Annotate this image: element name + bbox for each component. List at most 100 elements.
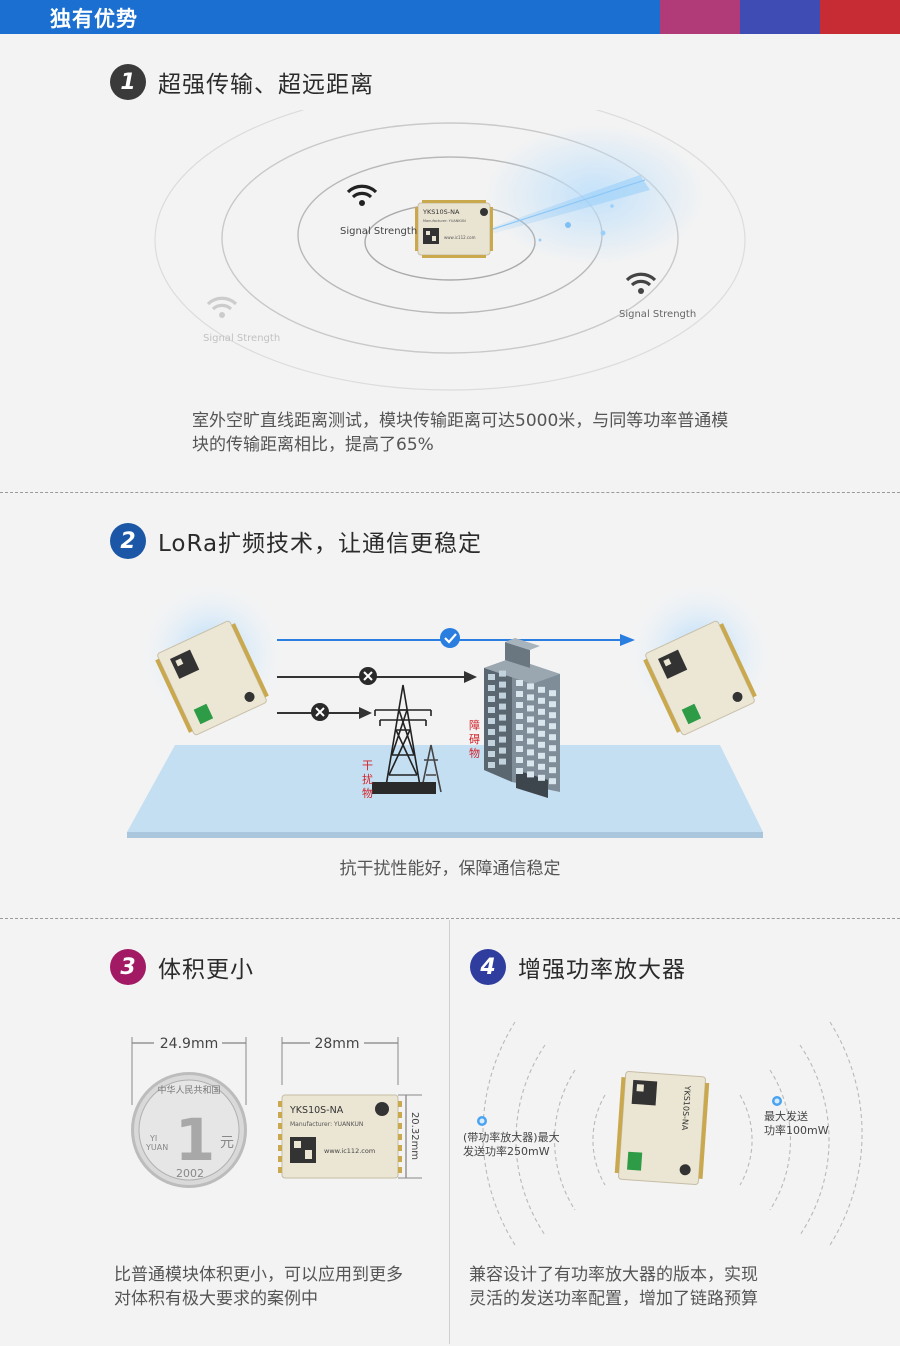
chip-pad (278, 1145, 282, 1151)
building-window (488, 718, 495, 724)
building-window (499, 714, 506, 721)
obstacle-label: 障 碍 物 (469, 718, 484, 760)
building-window (527, 705, 534, 712)
building-window (549, 690, 556, 697)
amp-label-with-pa: (带功率放大器)最大 发送功率250mW (463, 1131, 560, 1158)
ground-plane (127, 745, 763, 832)
building-window (516, 680, 523, 686)
building-window (516, 702, 523, 708)
building-window (549, 778, 556, 785)
building-window (538, 741, 545, 748)
section2-number-badge: 2 (110, 523, 146, 559)
chip-pad (278, 1101, 282, 1107)
section3-description: 比普通模块体积更小，可以应用到更多 对体积有极大要求的案例中 (114, 1265, 403, 1309)
building-window (499, 670, 506, 677)
building-window (488, 740, 495, 746)
power-tower-icon (374, 684, 442, 793)
check-icon (440, 628, 460, 648)
vertical-divider (449, 920, 450, 1344)
section1-heading: 1 超强传输、超远距离 (110, 64, 374, 100)
radiation-arcs (482, 1021, 863, 1246)
module-chip-right (643, 620, 757, 736)
header-band-indigo (740, 0, 820, 34)
building-window (499, 747, 506, 754)
svg-text:www.ic112.com: www.ic112.com (324, 1147, 375, 1155)
building-window (538, 752, 545, 759)
section2-interference-illustration: 干 扰 物 障 碍 物 (127, 583, 772, 838)
building-window (538, 719, 545, 726)
building-window (488, 729, 495, 735)
chip-pad (398, 1156, 402, 1162)
building-window (549, 756, 556, 763)
range-ring-outer (154, 110, 746, 391)
building-window (527, 727, 534, 734)
wifi-icon (206, 296, 238, 318)
svg-text:YKS10S-NA: YKS10S-NA (289, 1105, 344, 1116)
section3-number-badge: 3 (110, 949, 146, 985)
dim-coin-label: 24.9mm (160, 1036, 218, 1052)
building-window (549, 712, 556, 719)
module-chip-size: YKS10S-NA Manufacturer: YUANKUN www.ic11… (278, 1094, 402, 1179)
building-window (488, 762, 495, 768)
building-window (527, 716, 534, 723)
dim-height-label: 20.32mm (409, 1112, 420, 1160)
building-window (488, 707, 495, 713)
chip-pad (278, 1156, 282, 1162)
building-window (499, 703, 506, 710)
signal-label-far: Signal Strength (203, 333, 280, 344)
building-window (549, 745, 556, 752)
svg-text:元: 元 (220, 1135, 234, 1151)
section2-heading: 2 LoRa扩频技术，让通信更稳定 (110, 523, 482, 559)
building-window (527, 694, 534, 701)
section3-title: 体积更小 (158, 957, 254, 983)
header-title: 独有优势 (50, 7, 138, 31)
section3-heading: 3 体积更小 (110, 949, 254, 985)
building-window (549, 701, 556, 708)
chip-pad (398, 1167, 402, 1173)
signal-label-near: Signal Strength (340, 226, 417, 237)
chip-pad (278, 1123, 282, 1129)
section1-range-illustration: YKS10S-NA Manufacturer: YUANKUN www.ic11… (154, 110, 746, 391)
tower-base (372, 782, 436, 794)
wifi-icon (346, 184, 378, 206)
building-window (499, 736, 506, 743)
header-bar: 独有优势 (0, 0, 900, 34)
signal-label-mid: Signal Strength (619, 309, 696, 320)
building-windows (488, 670, 556, 785)
building-window (527, 760, 534, 767)
section4-title: 增强功率放大器 (518, 957, 686, 983)
section4-amplifier-illustration: YKS10S-NA (477, 1021, 863, 1246)
building-window (527, 738, 534, 745)
svg-text:www.ic112.com: www.ic112.com (444, 235, 476, 240)
building-window (538, 730, 545, 737)
svg-text:2002: 2002 (176, 1167, 204, 1180)
building-window (499, 692, 506, 699)
chip-pad (398, 1112, 402, 1118)
building-window (499, 725, 506, 732)
building-window (516, 713, 523, 719)
building-window (488, 696, 495, 702)
svg-text:Manufacturer: YUANKUN: Manufacturer: YUANKUN (290, 1121, 363, 1128)
header-band-magenta (660, 0, 740, 34)
building-window (549, 723, 556, 730)
building-window (527, 771, 534, 778)
svg-text:YKS10S-NA: YKS10S-NA (680, 1084, 692, 1131)
module-chip-amp: YKS10S-NA (614, 1071, 710, 1185)
module-chip-center: YKS10S-NA Manufacturer: YUANKUN www.ic11… (415, 200, 493, 258)
section3-size-comparison: 24.9mm 中华人民共和国 1 元 YI YUAN 2002 28mm 20.… (131, 1035, 422, 1188)
building-window (549, 734, 556, 741)
building-window (488, 685, 495, 691)
divider-2 (0, 918, 900, 919)
building-window (538, 697, 545, 704)
building-window (516, 757, 523, 763)
section2-title: LoRa扩频技术，让通信更稳定 (158, 531, 483, 557)
chip-pad (398, 1145, 402, 1151)
building-window (538, 774, 545, 781)
dim-width-label: 28mm (314, 1036, 359, 1052)
section4-description: 兼容设计了有功率放大器的版本，实现 灵活的发送功率配置，增加了链路预算 (469, 1265, 758, 1309)
building-window (499, 681, 506, 688)
section1-description: 室外空旷直线距离测试，模块传输距离可达5000米，与同等功率普通模 块的传输距离… (192, 411, 729, 455)
building-window (488, 751, 495, 757)
svg-text:1: 1 (175, 1106, 215, 1174)
section2-description: 抗干扰性能好，保障通信稳定 (339, 859, 561, 879)
